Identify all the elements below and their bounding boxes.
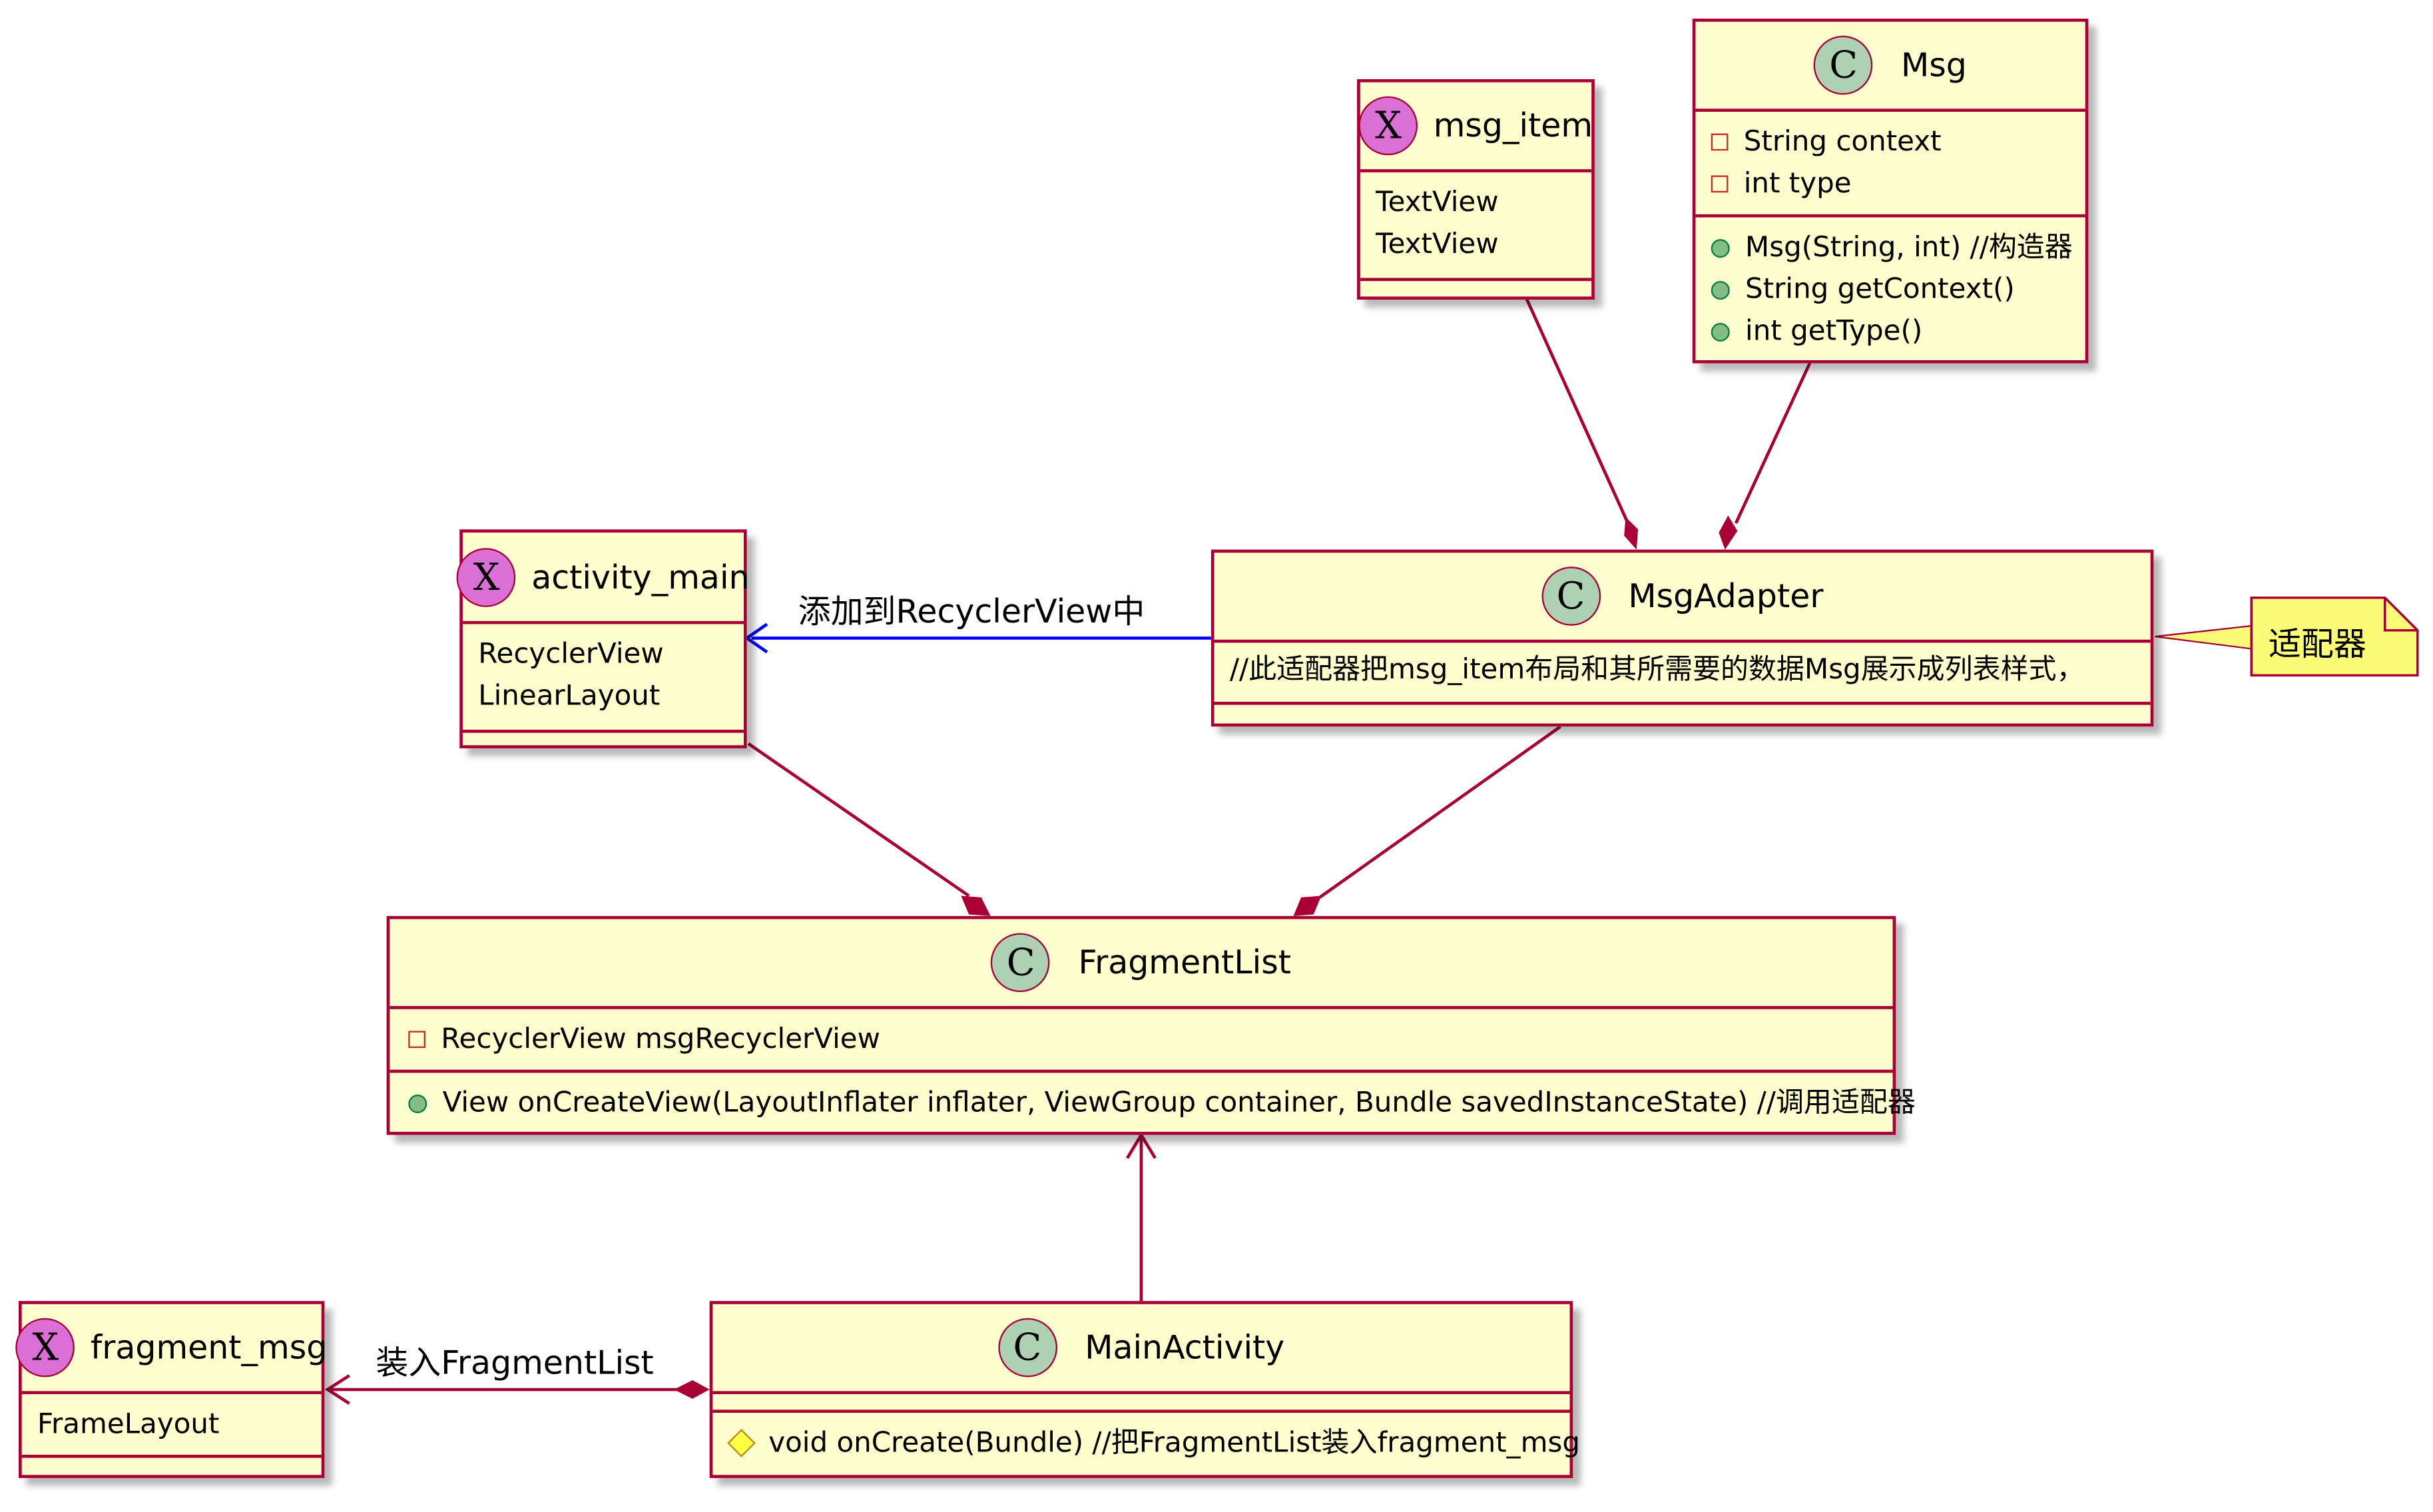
diamond-adapter-msg: [1719, 515, 1738, 550]
edge-adapter-fragmentlist: [1318, 725, 1561, 899]
private-icon: [1711, 175, 1729, 193]
class-name: activity_main: [531, 558, 750, 596]
method-row: View onCreateView(LayoutInflater inflate…: [408, 1082, 1916, 1124]
class-methods: [463, 733, 744, 746]
class-header: X activity_main: [457, 533, 750, 625]
arrowhead-fragmentmsg: [324, 1374, 350, 1405]
class-msg-item: X msg_item TextView TextView: [1357, 79, 1595, 300]
public-icon: [1711, 322, 1730, 341]
class-fields: //此适配器把msg_item布局和其所需要的数据Msg展示成列表样式，: [1214, 642, 2151, 705]
protected-icon: [727, 1429, 756, 1457]
edge-label-add-to-recyclerview: 添加到RecyclerView中: [798, 593, 1145, 630]
xml-stereotype-icon: X: [16, 1318, 75, 1378]
diamond-fragmentlist-adapter: [1293, 895, 1322, 916]
class-methods: View onCreateView(LayoutInflater inflate…: [390, 1073, 1916, 1133]
class-main-activity: C MainActivity void onCreate(Bundle) //把…: [709, 1301, 1580, 1478]
field: String context: [1743, 125, 1942, 158]
class-stereotype-icon: C: [997, 1318, 1057, 1378]
method-row: String getContext(): [1711, 268, 2070, 310]
field: TextView: [1376, 186, 1499, 219]
class-name: fragment_msg: [90, 1329, 328, 1367]
method: Msg(String, int) //构造器: [1745, 231, 2073, 264]
public-icon: [1711, 238, 1730, 257]
field: RecyclerView: [478, 638, 664, 671]
edge-activity-fragmentlist: [747, 742, 970, 897]
xml-stereotype-icon: X: [1358, 96, 1418, 156]
class-methods: void onCreate(Bundle) //把FragmentList装入f…: [712, 1413, 1580, 1473]
class-header: C Msg: [1695, 22, 2085, 112]
private-icon: [408, 1031, 425, 1049]
field-row: String context: [1711, 121, 2070, 163]
comment: //此适配器把msg_item布局和其所需要的数据Msg展示成列表样式，: [1229, 653, 2085, 686]
class-fields: FrameLayout: [21, 1394, 322, 1458]
edge-msgitem-adapter: [1525, 297, 1629, 523]
field: int type: [1743, 167, 1852, 200]
method-row: Msg(String, int) //构造器: [1711, 226, 2073, 268]
method-row: int getType(): [1711, 310, 2070, 352]
class-methods: Msg(String, int) //构造器 String getContext…: [1695, 217, 2085, 362]
edge-label-load-fragmentlist: 装入FragmentList: [376, 1344, 654, 1382]
arrowhead-activity: [744, 623, 768, 654]
method: String getContext(): [1745, 273, 2015, 306]
note-text: 适配器: [2268, 625, 2366, 663]
class-header: C MainActivity: [712, 1304, 1570, 1395]
field: RecyclerView msgRecyclerView: [441, 1023, 880, 1056]
class-header: X msg_item: [1358, 83, 1593, 172]
class-methods: [1215, 705, 2151, 720]
field: FrameLayout: [37, 1408, 220, 1441]
class-msg: C Msg String context int type Msg(String…: [1692, 18, 2089, 364]
class-fields: RecyclerView msgRecyclerView: [390, 1009, 1893, 1073]
class-fields: [712, 1394, 1570, 1413]
private-icon: [1711, 133, 1729, 151]
class-fragment-msg: X fragment_msg FrameLayout: [16, 1301, 327, 1478]
class-name: FragmentList: [1078, 943, 1291, 981]
class-fields: String context int type: [1695, 112, 2085, 218]
edge-msg-adapter: [1734, 361, 1812, 524]
class-header: X fragment_msg: [16, 1304, 327, 1395]
xml-stereotype-icon: X: [457, 547, 516, 607]
class-name: MainActivity: [1085, 1329, 1285, 1367]
class-stereotype-icon: C: [991, 933, 1051, 993]
class-header: C MsgAdapter: [1214, 553, 2151, 643]
diamond-adapter-msgitem: [1624, 517, 1639, 550]
class-stereotype-icon: C: [1541, 567, 1601, 626]
diamond-fragmentlist-activity: [961, 895, 991, 916]
method: View onCreateView(LayoutInflater inflate…: [442, 1087, 1916, 1120]
field: TextView: [1376, 228, 1499, 261]
class-fragment-list: C FragmentList RecyclerView msgRecyclerV…: [386, 915, 1916, 1135]
field: LinearLayout: [478, 680, 661, 713]
class-fields: RecyclerView LinearLayout: [462, 624, 744, 733]
class-msg-adapter: C MsgAdapter //此适配器把msg_item布局和其所需要的数据Ms…: [1211, 549, 2154, 727]
class-fields: TextView TextView: [1360, 172, 1592, 282]
arrowhead-fragmentlist: [1125, 1132, 1157, 1159]
class-name: Msg: [1900, 46, 1967, 84]
field-row: int type: [1711, 163, 2070, 205]
field-row: RecyclerView msgRecyclerView: [408, 1019, 1874, 1061]
note-connector: [2155, 625, 2254, 650]
class-stereotype-icon: C: [1814, 35, 1873, 95]
public-icon: [408, 1093, 427, 1113]
class-methods: [1360, 281, 1591, 296]
diamond-main: [674, 1380, 710, 1399]
class-activity-main: X activity_main RecyclerView LinearLayou…: [457, 529, 750, 748]
class-methods: [22, 1458, 322, 1471]
class-name: msg_item: [1433, 107, 1593, 144]
class-header: C FragmentList: [390, 919, 1893, 1009]
method: void onCreate(Bundle) //把FragmentList装入f…: [768, 1427, 1581, 1459]
method-row: void onCreate(Bundle) //把FragmentList装入f…: [727, 1422, 1580, 1464]
class-name: MsgAdapter: [1628, 577, 1824, 615]
method: int getType(): [1745, 315, 1923, 348]
public-icon: [1711, 280, 1730, 299]
